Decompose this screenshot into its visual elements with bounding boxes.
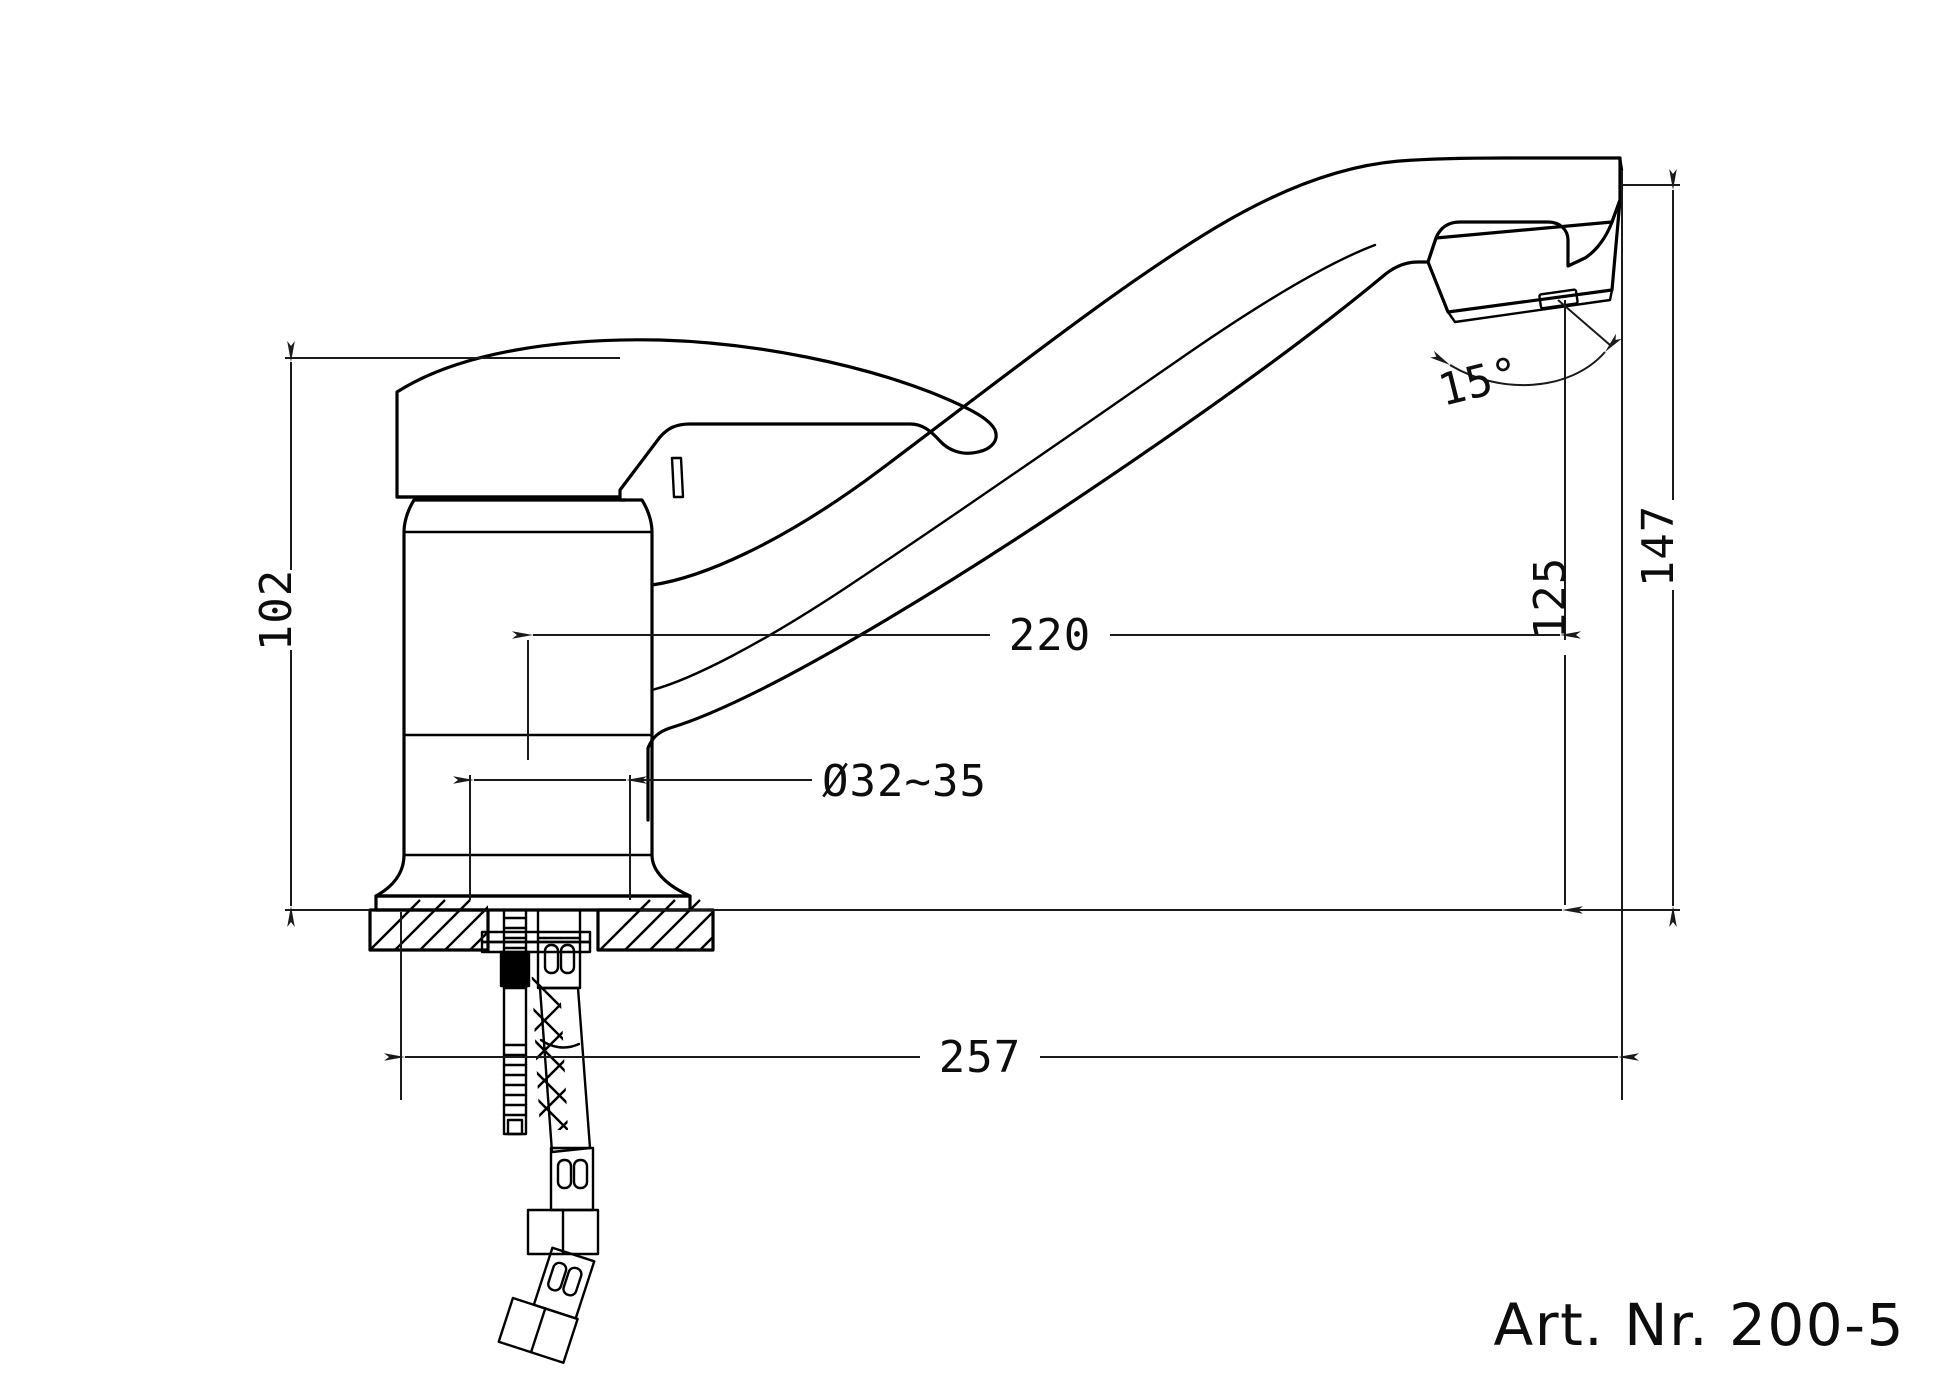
- spout-tip-cap-line: [1618, 156, 1624, 172]
- stud-end-cap: [506, 1118, 524, 1136]
- stud-thread-ticks: [502, 916, 528, 1117]
- hose-collar-lower-slot-b: [572, 1158, 589, 1190]
- aerator-outlet-face: [1538, 288, 1579, 310]
- spout-arm-outline: [646, 156, 1622, 822]
- knurled-nut: [501, 952, 529, 986]
- end-connector-slot-a: [547, 1261, 568, 1292]
- dim-220-label: 220: [1009, 610, 1091, 661]
- hose-collar-upper-slot-b: [559, 943, 576, 975]
- aerator-housing-edge: [1446, 288, 1614, 324]
- threaded-stud-body: [502, 908, 528, 1136]
- lever-notch-detail: [670, 456, 685, 499]
- flex-hose-braid-hatch: [530, 976, 568, 1130]
- end-connector-hex-centerline: [529, 1307, 547, 1354]
- end-connector-group: [497, 1246, 596, 1364]
- dimension-125-group: 125: [640, 300, 1583, 914]
- dimension-diameter-group: Ø32~35: [453, 756, 987, 900]
- counter-slab-left: [368, 908, 490, 952]
- counter-hatch-left: [370, 899, 488, 950]
- dim-angle-arc: [1430, 333, 1622, 387]
- mounting-hardware-group: [480, 908, 600, 1364]
- clamp-washer-plate-lower: [480, 940, 592, 954]
- dim-102-label: 102: [251, 569, 302, 651]
- dim-125-label: 125: [1525, 557, 1576, 639]
- end-connector-slot-b: [562, 1266, 583, 1297]
- dimension-102-group: 102: [251, 341, 620, 927]
- faucet-outline-group: [374, 156, 1624, 912]
- hose-collar-lower-slot-a: [556, 1158, 573, 1190]
- dim-257-label: 257: [939, 1032, 1021, 1083]
- dim-angle-label: 15°: [1433, 347, 1525, 416]
- dimension-147-group: 147: [1570, 169, 1684, 927]
- dimension-220-group: 220: [512, 300, 1581, 760]
- hose-braid-seam: [539, 1038, 581, 1049]
- knurled-nut-outline: [499, 950, 531, 988]
- dimension-257-group: 257: [384, 170, 1639, 1100]
- article-number-title: Art. Nr. 200-5: [1494, 1291, 1905, 1359]
- dim-dia-label: Ø32~35: [822, 756, 987, 807]
- handle-lever-outline: [395, 338, 998, 499]
- hose-collar-upper-slot-a: [543, 943, 560, 975]
- dimension-angle-group: 15°: [1430, 299, 1622, 417]
- aerator-housing: [1426, 198, 1622, 314]
- dim-147-label: 147: [1633, 505, 1684, 587]
- spout-inner-edge: [650, 243, 1377, 692]
- body-cylinder-outline: [374, 498, 692, 898]
